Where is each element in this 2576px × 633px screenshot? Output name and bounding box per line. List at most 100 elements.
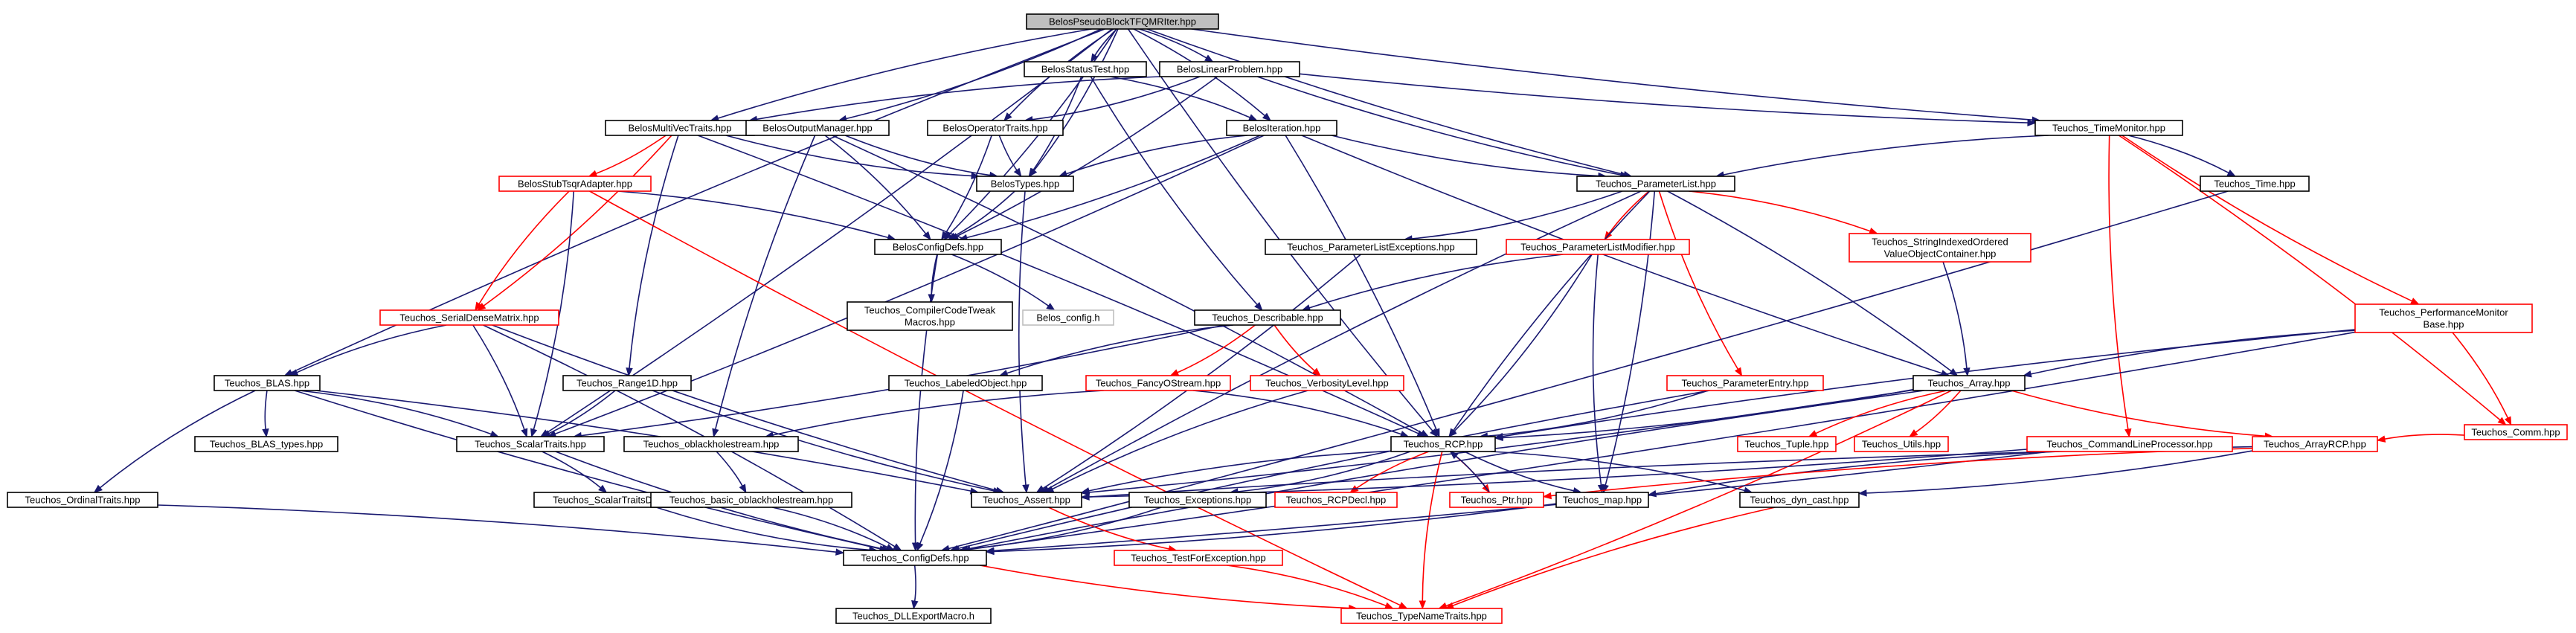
node-teuchosconfigdefs[interactable]: Teuchos_ConfigDefs.hpp xyxy=(843,550,987,566)
node-fancyostream[interactable]: Teuchos_FancyOStream.hpp xyxy=(1085,375,1231,391)
node-oblackhole[interactable]: Teuchos_oblackholestream.hpp xyxy=(623,436,799,452)
node-testforexception[interactable]: Teuchos_TestForException.hpp xyxy=(1114,550,1283,566)
node-label: BelosOperatorTraits.hpp xyxy=(942,123,1047,134)
edge-blas-to-scalartraits xyxy=(299,390,500,437)
node-stringindexed[interactable]: Teuchos_StringIndexedOrderedValueObjectC… xyxy=(1849,233,2031,263)
node-scalartraits[interactable]: Teuchos_ScalarTraits.hpp xyxy=(456,436,605,452)
node-label: Teuchos_FancyOStream.hpp xyxy=(1096,378,1221,389)
node-exceptions[interactable]: Teuchos_Exceptions.hpp xyxy=(1128,492,1267,508)
node-rcp[interactable]: Teuchos_RCP.hpp xyxy=(1390,436,1496,452)
edge-line xyxy=(1942,261,1968,369)
node-ordinaltraits[interactable]: Teuchos_OrdinalTraits.hpp xyxy=(7,492,158,508)
node-dllexport[interactable]: Teuchos_DLLExportMacro.h xyxy=(835,608,992,624)
edge-array-to-tuple xyxy=(1808,390,1947,437)
edge-array-to-arrayrcp xyxy=(2011,390,2274,440)
edge-line xyxy=(1088,446,2253,498)
edge-line xyxy=(478,190,570,304)
node-blastypes[interactable]: Teuchos_BLAS_types.hpp xyxy=(194,436,338,452)
node-box xyxy=(2252,436,2378,452)
edge-line xyxy=(1915,390,1962,433)
node-belosconfigh[interactable]: Belos_config.h xyxy=(1022,309,1114,326)
node-typenametraits[interactable]: Teuchos_TypeNameTraits.hpp xyxy=(1340,608,1503,624)
node-plexceptions[interactable]: Teuchos_ParameterListExceptions.hpp xyxy=(1265,239,1477,255)
node-verbositylevel[interactable]: Teuchos_VerbosityLevel.hpp xyxy=(1250,375,1404,391)
node-box xyxy=(1274,492,1398,508)
node-range1d[interactable]: Teuchos_Range1D.hpp xyxy=(562,375,692,391)
edge-stubtsqr-to-serialdense xyxy=(475,190,570,312)
node-plmodifier[interactable]: Teuchos_ParameterListModifier.hpp xyxy=(1506,239,1690,255)
edge-line xyxy=(2121,135,2412,302)
edge-line xyxy=(1033,28,1119,171)
node-ptr[interactable]: Teuchos_Ptr.hpp xyxy=(1449,492,1544,508)
node-array[interactable]: Teuchos_Array.hpp xyxy=(1912,375,2026,391)
edge-arrowhead xyxy=(1046,303,1056,311)
node-label: Teuchos_RCPDecl.hpp xyxy=(1286,495,1386,506)
node-stubtsqr[interactable]: BelosStubTsqrAdapter.hpp xyxy=(498,176,652,192)
node-time[interactable]: Teuchos_Time.hpp xyxy=(2200,176,2310,192)
edge-describable-to-fancyostream xyxy=(1169,324,1256,376)
edge-ordinaltraits-to-teuchosconfigdefs xyxy=(157,504,845,556)
edge-line xyxy=(1487,390,1709,437)
edge-arrowhead xyxy=(521,428,528,438)
edge-stubtsqr-to-scalartraits xyxy=(530,190,575,438)
node-assert[interactable]: Teuchos_Assert.hpp xyxy=(971,492,1082,508)
node-label: BelosPseudoBlockTFQMRIter.hpp xyxy=(1049,16,1196,28)
node-parameterentry[interactable]: Teuchos_ParameterEntry.hpp xyxy=(1666,375,1824,391)
edge-line xyxy=(1090,76,1258,306)
node-blas[interactable]: Teuchos_BLAS.hpp xyxy=(213,375,321,391)
node-tuple[interactable]: Teuchos_Tuple.hpp xyxy=(1737,436,1837,452)
node-root[interactable]: BelosPseudoBlockTFQMRIter.hpp xyxy=(1026,13,1219,30)
node-belostypes[interactable]: BelosTypes.hpp xyxy=(976,176,1074,192)
node-label: BelosTypes.hpp xyxy=(991,179,1060,190)
node-box xyxy=(1159,61,1300,77)
edge-line xyxy=(1256,76,1622,176)
edge-arrowhead xyxy=(1494,434,1503,442)
edge-fancyostream-to-oblackhole xyxy=(764,390,1104,439)
edge-operatortraits-to-belostypes xyxy=(998,135,1022,178)
edge-oblackhole-to-basicoblack xyxy=(716,451,747,494)
edge-line xyxy=(948,28,1117,235)
node-label: Teuchos_Utils.hpp xyxy=(1862,439,1941,450)
node-timemonitor[interactable]: Teuchos_TimeMonitor.hpp xyxy=(2034,120,2183,136)
edge-line xyxy=(2118,135,2501,421)
edge-line xyxy=(1502,388,1914,439)
edge-rcp-to-typenametraits xyxy=(1419,451,1443,610)
node-arrayrcp[interactable]: Teuchos_ArrayRCP.hpp xyxy=(2252,436,2378,452)
node-operatortraits[interactable]: BelosOperatorTraits.hpp xyxy=(927,120,1064,136)
edge-multivectraits-to-stubtsqr xyxy=(588,135,667,177)
edge-line xyxy=(966,135,1261,239)
edge-teuchosconfigdefs-to-typenametraits xyxy=(980,565,1358,612)
node-cmdline[interactable]: Teuchos_CommandLineProcessor.hpp xyxy=(2026,436,2233,452)
node-multivectraits[interactable]: BelosMultiVecTraits.hpp xyxy=(605,120,755,136)
node-comm[interactable]: Teuchos_Comm.hpp xyxy=(2464,424,2568,440)
node-box xyxy=(2034,120,2183,136)
edge-timemonitor-to-time xyxy=(2127,135,2237,177)
edge-blas-to-ordinaltraits xyxy=(93,390,256,493)
edge-line xyxy=(1550,447,2253,497)
node-label: Teuchos_Comm.hpp xyxy=(2471,427,2560,438)
node-iteration[interactable]: BelosIteration.hpp xyxy=(1226,120,1337,136)
node-statustest[interactable]: BelosStatusTest.hpp xyxy=(1024,61,1147,77)
node-utils[interactable]: Teuchos_Utils.hpp xyxy=(1854,436,1949,452)
edge-arrowhead xyxy=(1091,53,1099,63)
node-serialdense[interactable]: Teuchos_SerialDenseMatrix.hpp xyxy=(379,309,559,326)
node-map[interactable]: Teuchos_map.hpp xyxy=(1555,492,1649,508)
node-outputmanager[interactable]: BelosOutputManager.hpp xyxy=(745,120,890,136)
node-label: Belos_config.h xyxy=(1036,312,1099,324)
edge-line xyxy=(1655,451,2060,495)
node-linearproblem[interactable]: BelosLinearProblem.hpp xyxy=(1159,61,1300,77)
node-parameterlist[interactable]: Teuchos_ParameterList.hpp xyxy=(1576,176,1735,192)
edge-line xyxy=(533,190,575,430)
node-basicoblack[interactable]: Teuchos_basic_oblackholestream.hpp xyxy=(650,492,852,508)
node-rcpdecl[interactable]: Teuchos_RCPDecl.hpp xyxy=(1274,492,1398,508)
edge-line xyxy=(957,76,1218,237)
edge-timemonitor-to-comm xyxy=(2118,135,2507,425)
edge-line xyxy=(1032,76,1201,121)
node-dyncast[interactable]: Teuchos_dyn_cast.hpp xyxy=(1739,492,1860,508)
node-describable[interactable]: Teuchos_Describable.hpp xyxy=(1194,309,1341,326)
edge-parameterlist-to-parameterentry xyxy=(1658,190,1743,377)
node-labeledobject[interactable]: Teuchos_LabeledObject.hpp xyxy=(888,375,1043,391)
node-belosconfigdefs[interactable]: BelosConfigDefs.hpp xyxy=(874,239,1002,255)
